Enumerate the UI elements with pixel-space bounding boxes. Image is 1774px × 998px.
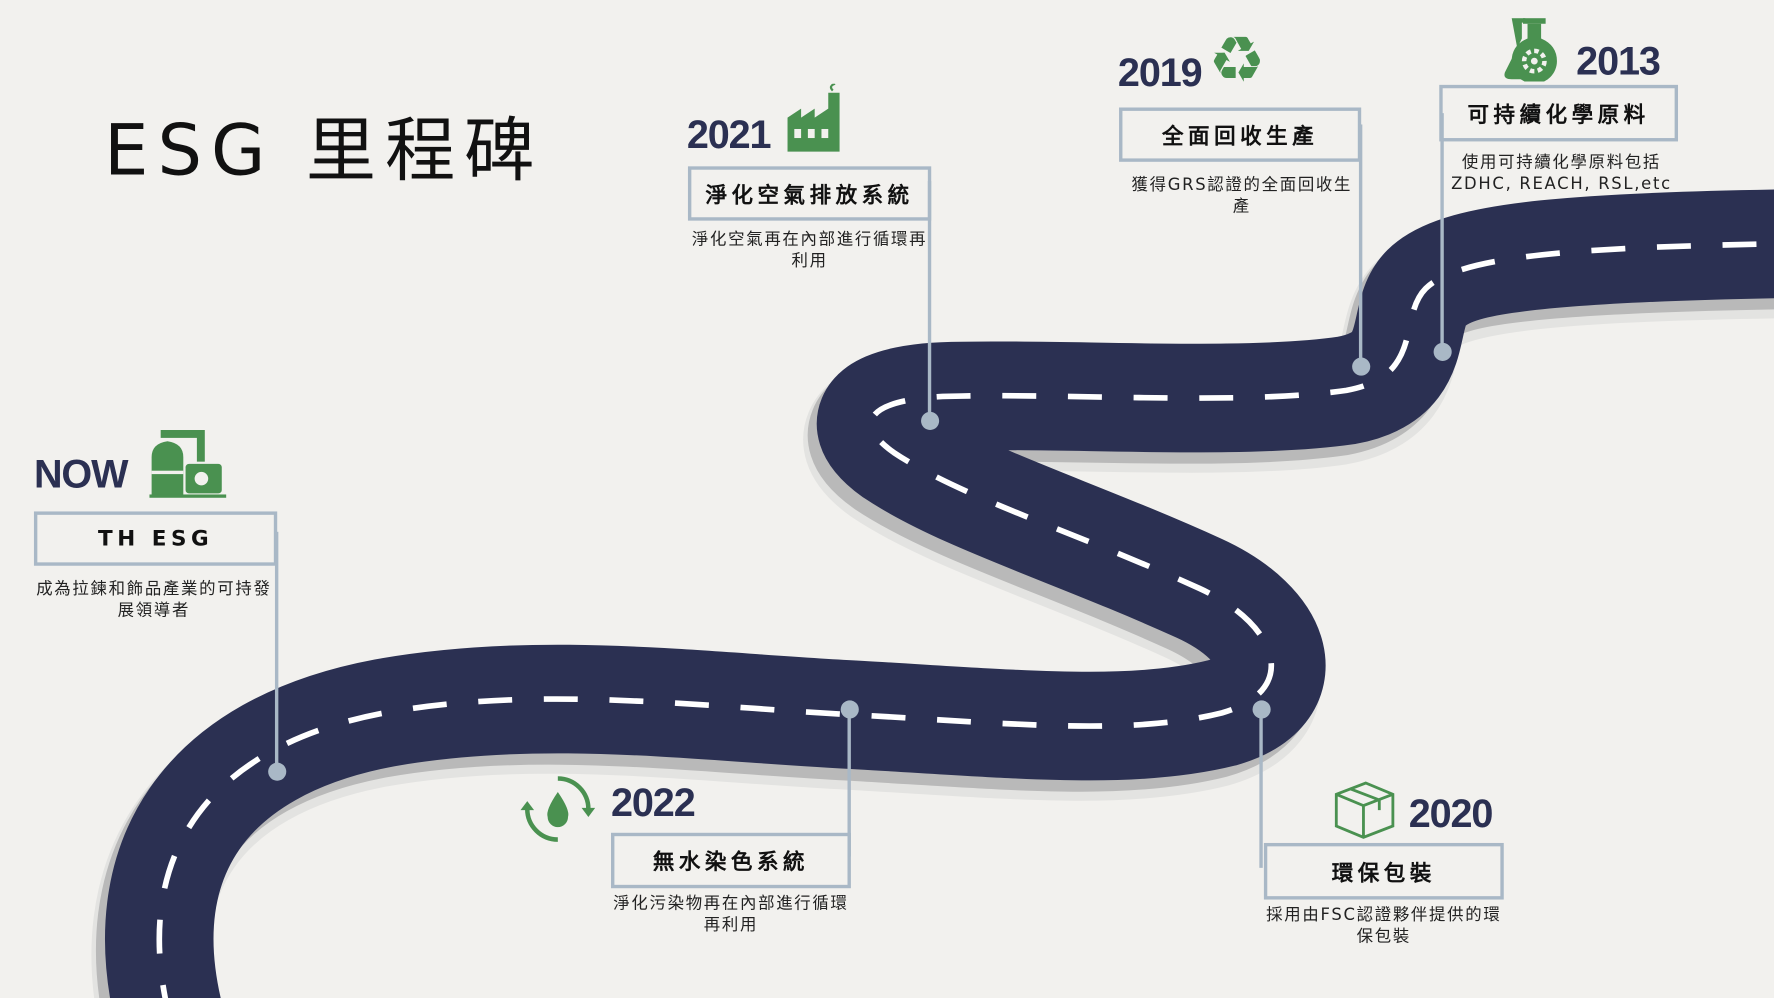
connector-line bbox=[847, 709, 851, 857]
milestone-2021-marker bbox=[921, 411, 940, 430]
connector-line bbox=[1259, 709, 1263, 868]
milestone-2013-marker bbox=[1433, 342, 1452, 361]
milestone-now-description: 成為拉鍊和飾品產業的可持發展領導者 bbox=[36, 580, 272, 621]
milestone-2013-year: 2013 bbox=[1576, 39, 1661, 84]
milestone-2019-heading: 全面回收生產 bbox=[1119, 107, 1362, 162]
milestone-2020-heading: 環保包裝 bbox=[1263, 842, 1504, 900]
milestone-2019-description: 獲得GRS認證的全面回收生產 bbox=[1131, 176, 1353, 217]
flask-gear-icon bbox=[1504, 18, 1557, 82]
box-icon bbox=[1334, 781, 1395, 839]
factory-icon bbox=[787, 83, 840, 152]
milestone-2021-description: 淨化空氣再在內部進行循環再利用 bbox=[691, 230, 928, 271]
milestone-2022-heading: 無水染色系統 bbox=[611, 832, 851, 889]
water-cycle-icon bbox=[520, 776, 596, 842]
factory-tank-icon bbox=[149, 429, 227, 498]
milestone-2022-description: 淨化污染物再在內部進行循環再利用 bbox=[613, 895, 849, 935]
milestone-2022-marker bbox=[840, 700, 859, 719]
milestone-2022-year: 2022 bbox=[611, 780, 696, 825]
milestone-2019-marker bbox=[1352, 357, 1371, 376]
milestone-2021-heading: 淨化空氣排放系統 bbox=[687, 166, 932, 221]
milestone-2021-year: 2021 bbox=[686, 113, 772, 158]
milestone-now-marker bbox=[268, 762, 287, 781]
connector-line bbox=[1358, 124, 1363, 367]
milestone-2020-year: 2020 bbox=[1408, 792, 1494, 837]
milestone-2019-year: 2019 bbox=[1117, 50, 1203, 96]
milestone-2020-description: 採用由FSC認證夥伴提供的環保包裝 bbox=[1266, 906, 1502, 946]
milestone-now-label: NOW bbox=[33, 452, 129, 497]
milestone-2013-heading: 可持續化學原料 bbox=[1439, 84, 1679, 142]
milestone-2013-description: 使用可持續化學原料包括ZDHC, REACH, RSL,etc bbox=[1451, 153, 1672, 194]
road-surface bbox=[159, 243, 1774, 998]
recycle-icon: ♻ bbox=[1208, 23, 1266, 98]
connector-line bbox=[274, 531, 279, 772]
milestone-now-heading: TH ESG bbox=[33, 511, 278, 566]
connector-line bbox=[1440, 113, 1444, 352]
page-title: ESG 里程碑 bbox=[104, 108, 544, 192]
milestone-2020-marker bbox=[1252, 700, 1271, 719]
connector-line bbox=[927, 181, 932, 421]
